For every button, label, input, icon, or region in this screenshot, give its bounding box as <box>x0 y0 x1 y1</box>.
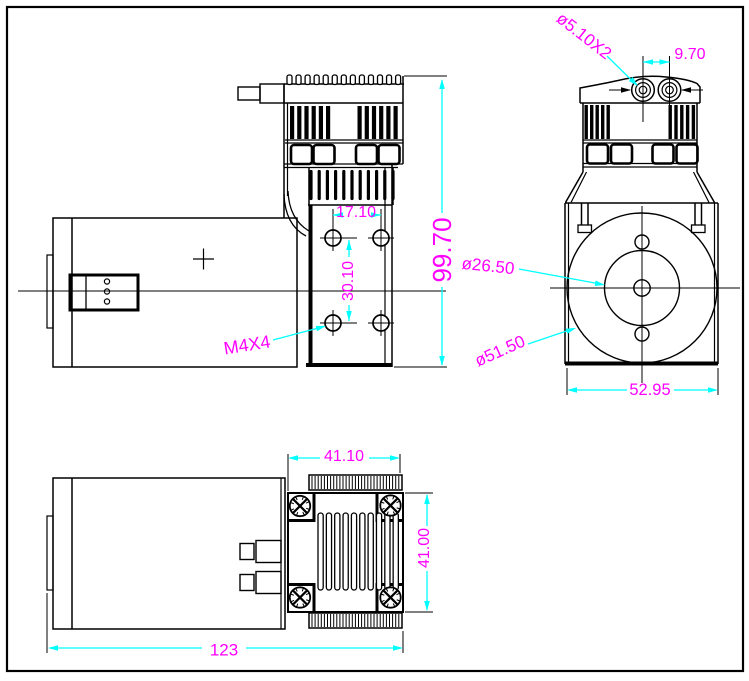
dim-label-overall-length: 123 <box>209 640 239 660</box>
dim-label-mount-hole-spacing-h: 17.10 <box>335 204 377 221</box>
dim-label-head-width: 41.10 <box>323 448 365 465</box>
bottom-view <box>46 477 404 630</box>
dim-label-head-height: 99.70 <box>427 217 457 283</box>
sheet-border <box>5 5 745 673</box>
dim-label-front-width: 52.95 <box>629 380 671 399</box>
dimension-lines <box>46 55 719 653</box>
dim-label-port-spacing: 9.70 <box>674 46 706 63</box>
dimension-arrows <box>48 59 718 651</box>
dim-label-head-depth: 41.00 <box>416 527 433 569</box>
generated-detail <box>103 74 696 629</box>
dim-label-mount-hole-spacing-v: 30.10 <box>340 260 357 302</box>
front-view <box>550 75 740 383</box>
